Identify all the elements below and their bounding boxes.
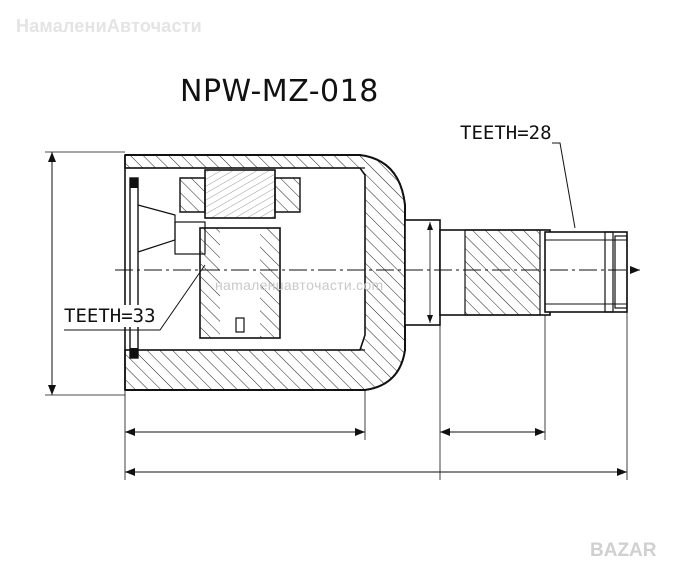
label-teeth-33: TEETH=33 xyxy=(64,305,156,327)
boot-clamp xyxy=(129,177,139,359)
leader-teeth-28 xyxy=(460,142,576,229)
watermark-logo: BAZAR xyxy=(590,540,657,561)
stub-shaft-spline xyxy=(464,229,541,316)
housing-neck xyxy=(404,219,441,326)
drawing-title: NPW-MZ-018 xyxy=(180,74,379,109)
watermark-top: НамалениАвточасти xyxy=(16,16,202,36)
inner-shaft xyxy=(174,221,206,255)
leader-teeth-33 xyxy=(64,264,206,331)
watermark-center: наmaлeнuaвтoчacти.com xyxy=(215,277,384,293)
label-teeth-28: TEETH=28 xyxy=(460,122,552,144)
